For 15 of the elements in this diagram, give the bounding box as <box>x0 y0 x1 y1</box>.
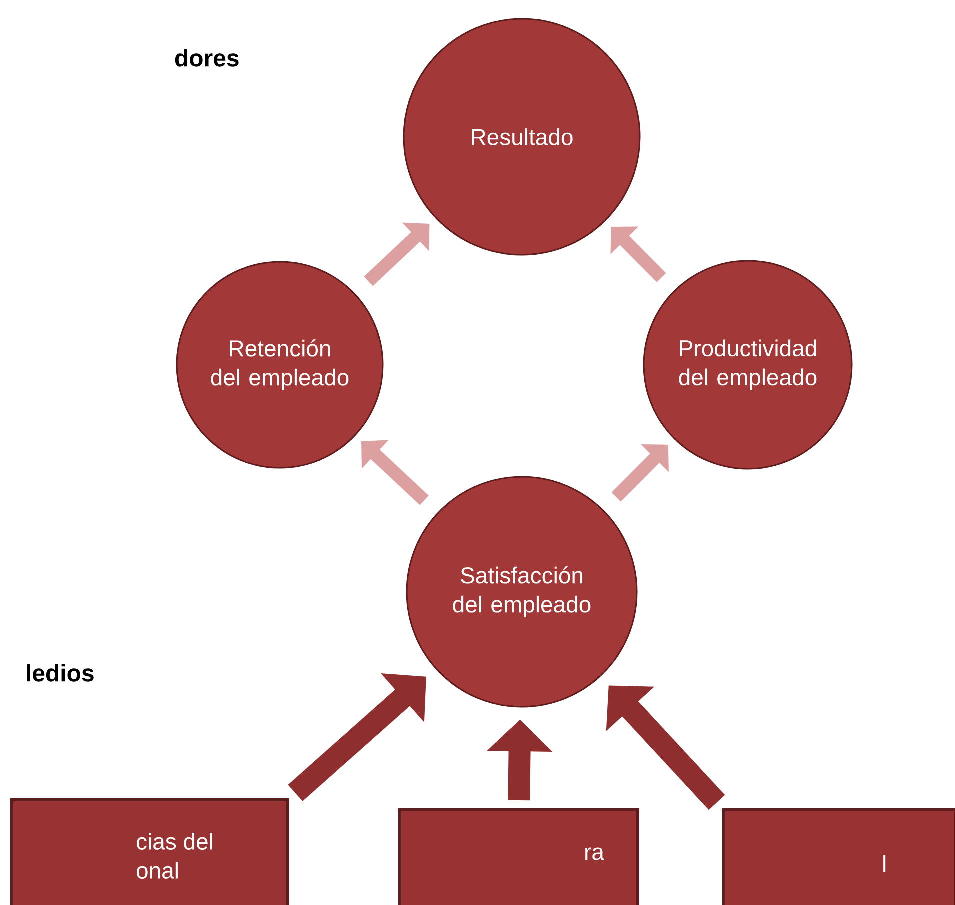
block-arrow <box>612 444 669 502</box>
block-arrow <box>362 440 429 506</box>
circle-node: Satisfacción del empleado <box>406 476 638 708</box>
circle-node: Productividad del empleado <box>643 260 853 470</box>
circle-node: Retención del empleado <box>176 261 384 469</box>
process-box: cias del onal <box>10 798 290 905</box>
heading: dores <box>175 49 239 67</box>
process-box: l <box>722 808 955 905</box>
heading: ledios <box>27 664 94 682</box>
block-arrow <box>606 686 726 810</box>
block-arrow <box>288 673 426 802</box>
block-arrow <box>610 226 666 282</box>
process-box: ra <box>398 808 640 905</box>
block-arrow <box>364 222 430 286</box>
circle-node: Resultado <box>403 18 641 256</box>
